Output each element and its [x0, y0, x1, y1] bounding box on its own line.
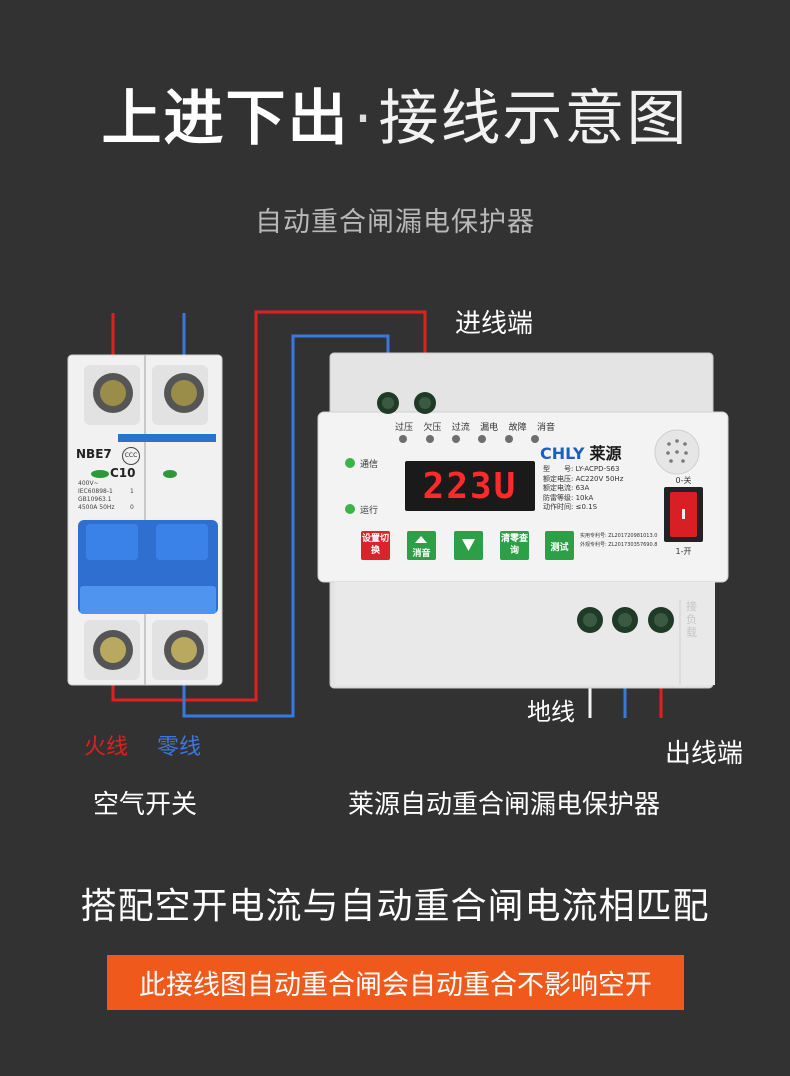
matching-note: 搭配空开电流与自动重合闸电流相匹配 [80, 886, 710, 927]
zero-wire-link [182, 334, 390, 718]
indicator-leakage: 漏电 [480, 423, 499, 433]
power-rocker-switch[interactable] [664, 487, 703, 542]
reclosing-protector [317, 352, 729, 689]
title-thin: 接线示意图 [378, 84, 689, 154]
spec-plate: 型 号: LY-ACPD-S63 额定电压: AC220V 50Hz 额定电流:… [543, 465, 623, 513]
breaker-handle[interactable] [78, 520, 218, 614]
spec-row: 型 号: LY-ACPD-S63 [543, 465, 620, 473]
spec-row: 额定电流: 63A [543, 484, 590, 492]
fire-wire-label: 火线 [84, 735, 129, 760]
indicator-mute: 消音 [536, 423, 555, 433]
down-button[interactable] [454, 531, 483, 560]
load-side-label: 接负载 [686, 600, 697, 639]
page-title: 上进下出·接线示意图 [0, 70, 790, 157]
indicator-labels: 过压 欠压 过流 漏电 故障 消音 [395, 420, 555, 433]
breaker-rating: C10 [110, 466, 136, 480]
breaker-off-mark: 0 [130, 504, 134, 511]
digital-display: 223U [422, 465, 518, 507]
title-dot: · [353, 84, 375, 154]
status-comm: 通信 [360, 460, 379, 470]
zero-wire-label: 零线 [157, 735, 202, 760]
protector-caption: 莱源自动重合闸漏电保护器 [348, 790, 661, 820]
air-breaker [67, 354, 223, 686]
breaker-specs: 400V~ IEC60898-1 GB10963.1 4500A 50Hz [78, 480, 115, 511]
brand-cn: 莱源 [589, 444, 622, 463]
page-subtitle: 自动重合闸漏电保护器 [255, 207, 535, 238]
outlet-label: 出线端 [665, 739, 744, 769]
patent-plate: 实用专利号: ZL201720981013.0 外观专利号: ZL2017303… [580, 533, 658, 548]
clear-query-button[interactable]: 清零查询 [500, 534, 528, 556]
fire-wire-link [111, 310, 427, 702]
title-bold: 上进下出 [101, 84, 350, 154]
up-mute-button[interactable]: 消音 [412, 549, 431, 559]
status-run: 运行 [360, 506, 379, 516]
highlight-banner: 此接线图自动重合闸会自动重合不影响空开 [107, 955, 684, 1010]
brand-en: CHLY [540, 444, 585, 463]
switch-off-label: 0-关 [675, 476, 692, 485]
indicator-undervoltage: 欠压 [423, 423, 442, 433]
indicator-fault: 故障 [508, 423, 527, 433]
brand-logo: CHLY 莱源 [540, 440, 622, 464]
indicator-overvoltage: 过压 [395, 423, 414, 433]
breaker-model: NBE7 [76, 447, 112, 461]
ground-label: 地线 [527, 698, 575, 726]
spec-row: 额定电压: AC220V 50Hz [543, 474, 624, 483]
ccc-mark: CCC [122, 447, 140, 465]
spec-row: 动作时间: ≤0.1S [543, 503, 598, 511]
switch-on-label: 1-开 [675, 547, 692, 556]
breaker-caption: 空气开关 [93, 790, 198, 820]
set-switch-button[interactable]: 设置切换 [361, 534, 389, 556]
breaker-on-mark: 1 [130, 488, 134, 495]
indicator-overcurrent: 过流 [451, 423, 470, 433]
inlet-label: 进线端 [455, 309, 534, 339]
spec-row: 防雷等级: 10kA [543, 493, 594, 502]
test-button[interactable]: 测试 [550, 543, 569, 553]
